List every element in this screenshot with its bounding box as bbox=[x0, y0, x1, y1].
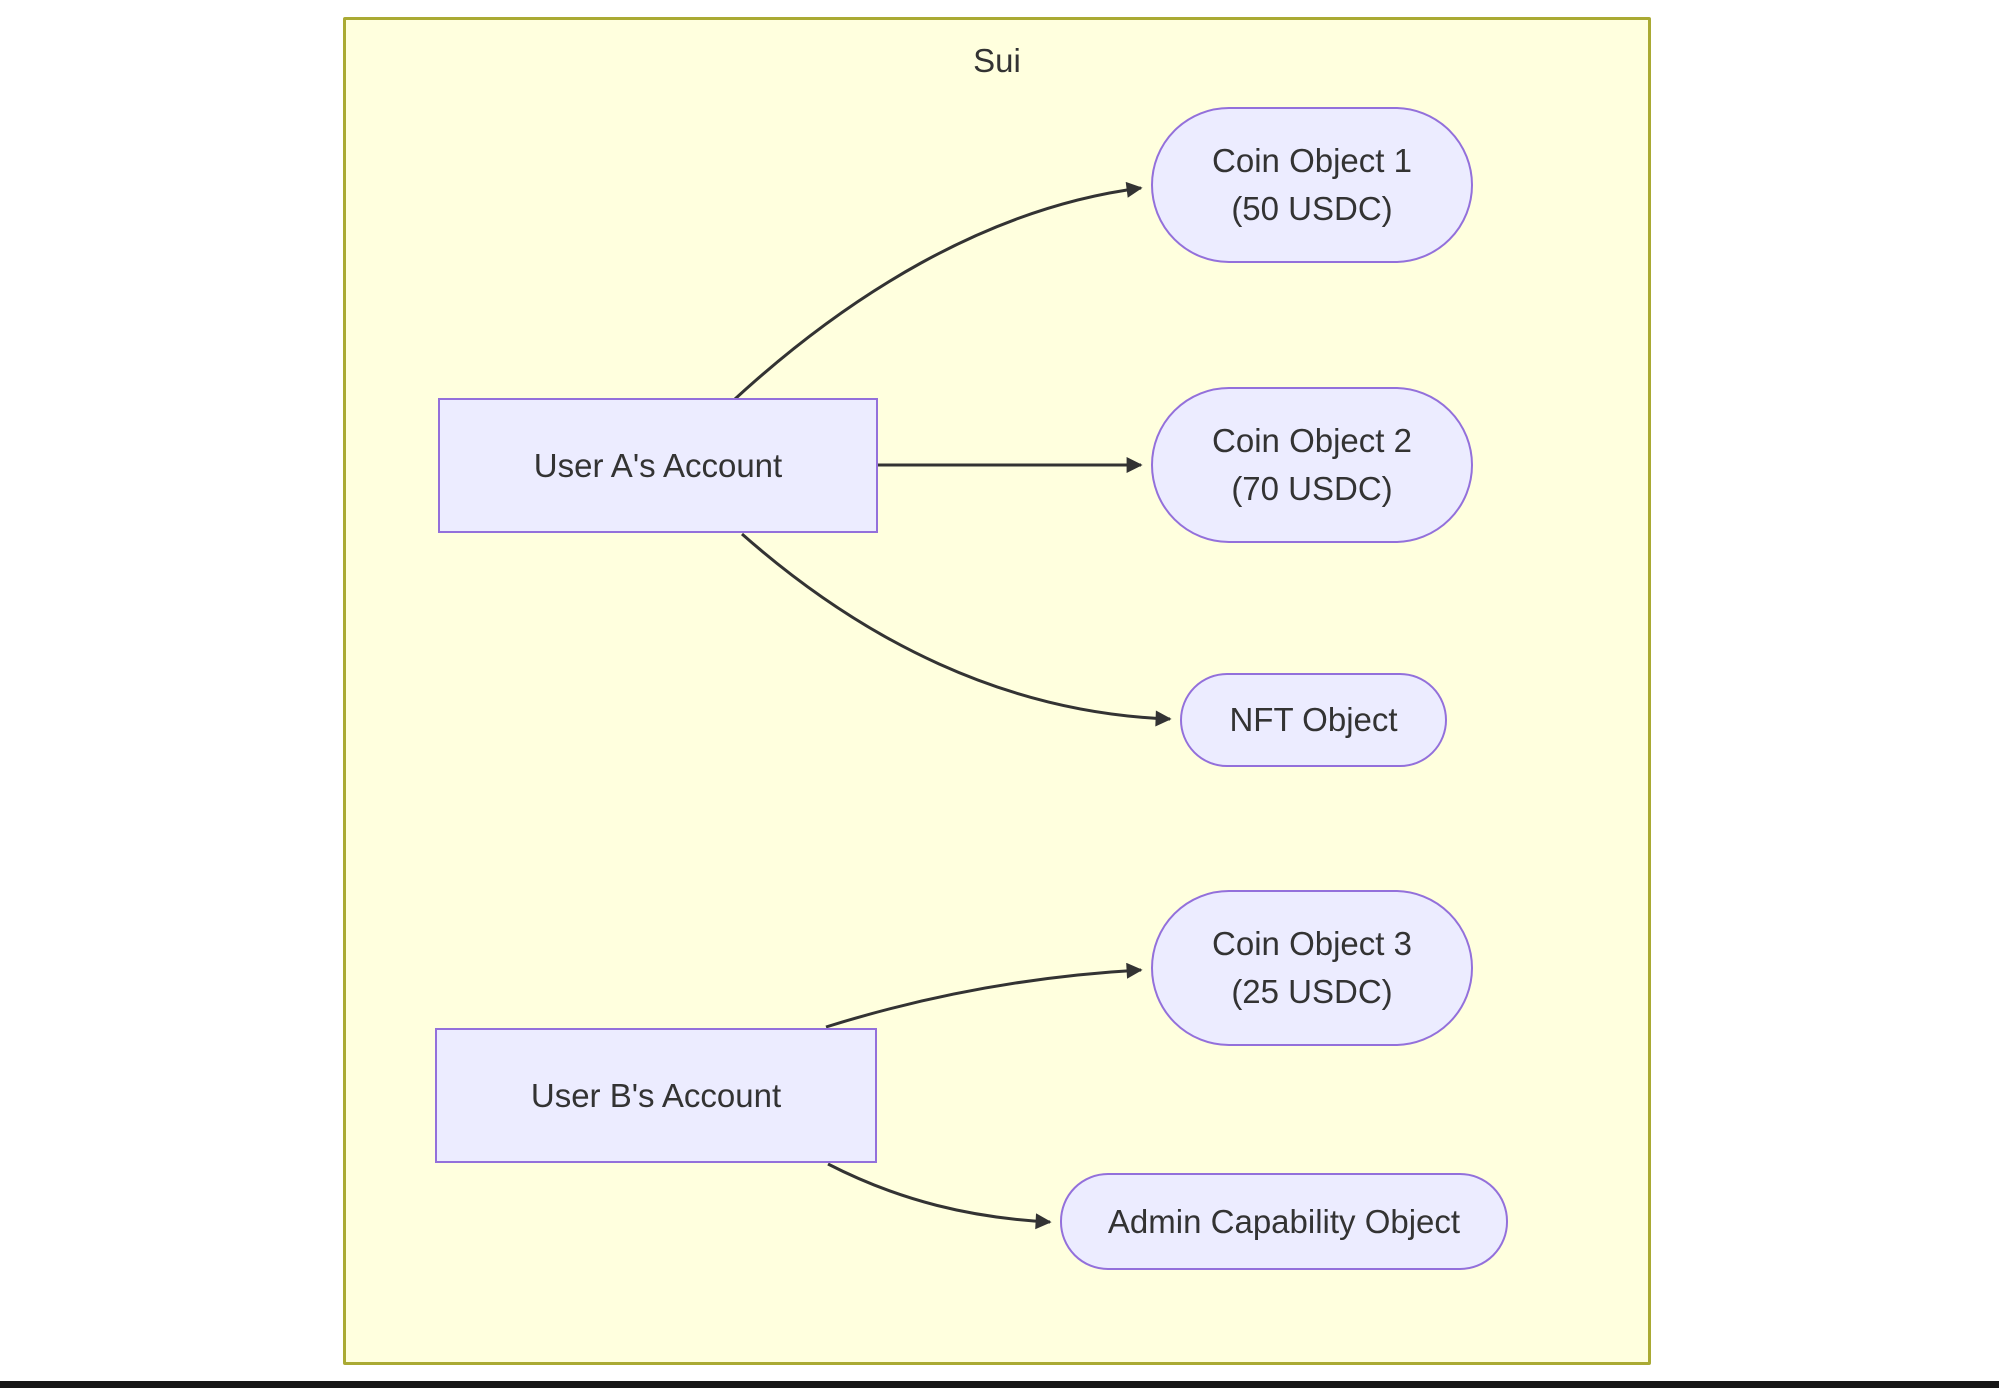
node-label: Admin Capability Object bbox=[1107, 1202, 1461, 1240]
node-label-line2: (50 USDC) bbox=[1231, 190, 1393, 227]
node-label-line1: Coin Object 1 bbox=[1212, 142, 1412, 180]
node-label: NFT Object bbox=[1229, 701, 1398, 739]
node-label-line1: Coin Object 3 bbox=[1212, 925, 1412, 963]
node-label-line2: (70 USDC) bbox=[1231, 470, 1393, 507]
node-coin-object-3: Coin Object 3 (25 USDC) bbox=[1151, 890, 1473, 1046]
node-label: User B's Account bbox=[530, 1076, 782, 1114]
cluster-title: Sui bbox=[973, 42, 1021, 79]
node-label-line2: (25 USDC) bbox=[1231, 973, 1393, 1010]
node-coin-object-1: Coin Object 1 (50 USDC) bbox=[1151, 107, 1473, 263]
node-label: User A's Account bbox=[533, 446, 783, 484]
node-user-a-account: User A's Account bbox=[438, 398, 878, 533]
node-admin-capability-object: Admin Capability Object bbox=[1060, 1173, 1508, 1270]
window-bottom-edge bbox=[0, 1381, 1999, 1388]
node-nft-object: NFT Object bbox=[1180, 673, 1447, 767]
node-user-b-account: User B's Account bbox=[435, 1028, 877, 1163]
node-label-line1: Coin Object 2 bbox=[1212, 422, 1412, 460]
node-coin-object-2: Coin Object 2 (70 USDC) bbox=[1151, 387, 1473, 543]
